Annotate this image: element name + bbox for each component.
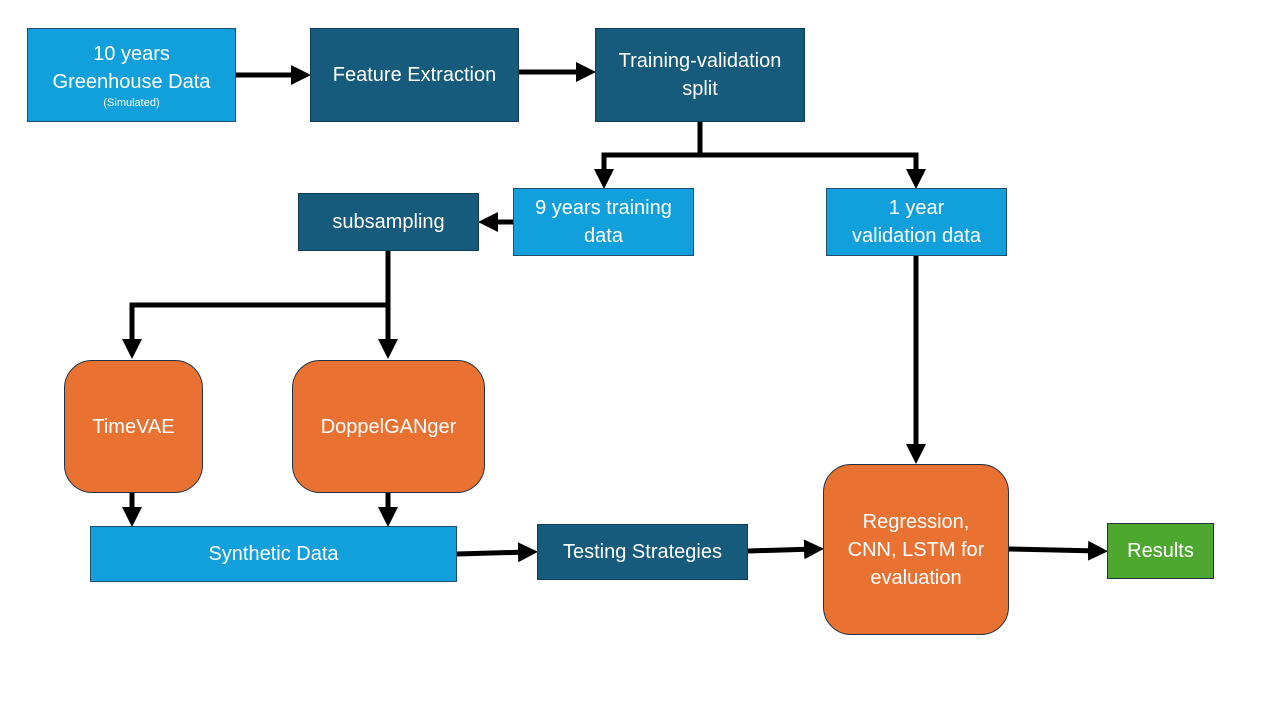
results-box: Results — [1107, 523, 1214, 579]
training-line2: data — [584, 225, 623, 247]
feature-extraction-box: Feature Extraction — [310, 28, 519, 122]
results-label: Results — [1127, 540, 1194, 562]
split-line1: Training-validation — [618, 50, 782, 72]
greenhouse-data-box: 10 years Greenhouse Data (Simulated) — [27, 28, 236, 122]
training-data-box: 9 years training data — [513, 188, 694, 256]
testing-strategies-box: Testing Strategies — [537, 524, 748, 580]
timevae-label: TimeVAE — [92, 415, 175, 438]
validation-line2: validation data — [852, 225, 981, 247]
evaluation-box: Regression, CNN, LSTM for evaluation — [823, 464, 1009, 635]
evaluation-line1: Regression, — [862, 510, 970, 533]
arrow-split-to-validation — [700, 152, 926, 189]
subsampling-label: subsampling — [332, 211, 445, 233]
arrow-subsampling-to-timevae — [122, 302, 388, 359]
synthetic-label: Synthetic Data — [208, 543, 339, 565]
training-line1: 9 years training — [535, 197, 672, 219]
arrow-synthetic-to-testing — [456, 542, 538, 563]
arrow-testing-to-evaluation — [747, 539, 824, 560]
subsampling-box: subsampling — [298, 193, 479, 251]
greenhouse-note: (Simulated) — [103, 97, 160, 109]
arrow-split-to-training — [594, 122, 703, 189]
validation-line1: 1 year — [888, 197, 945, 219]
evaluation-line3: evaluation — [870, 566, 962, 589]
timevae-box: TimeVAE — [64, 360, 203, 493]
testing-label: Testing Strategies — [563, 541, 722, 563]
feature-extraction-label: Feature Extraction — [332, 64, 497, 86]
greenhouse-line2: Greenhouse Data — [52, 71, 211, 93]
arrow-evaluation-to-results — [1008, 540, 1108, 561]
synthetic-data-box: Synthetic Data — [90, 526, 457, 582]
doppelganger-label: DoppelGANger — [320, 415, 457, 438]
training-validation-split-box: Training-validation split — [595, 28, 805, 122]
doppelganger-box: DoppelGANger — [292, 360, 485, 493]
validation-data-box: 1 year validation data — [826, 188, 1007, 256]
evaluation-line2: CNN, LSTM for — [847, 538, 985, 561]
split-line2: split — [682, 78, 718, 100]
greenhouse-line1: 10 years — [93, 43, 170, 65]
